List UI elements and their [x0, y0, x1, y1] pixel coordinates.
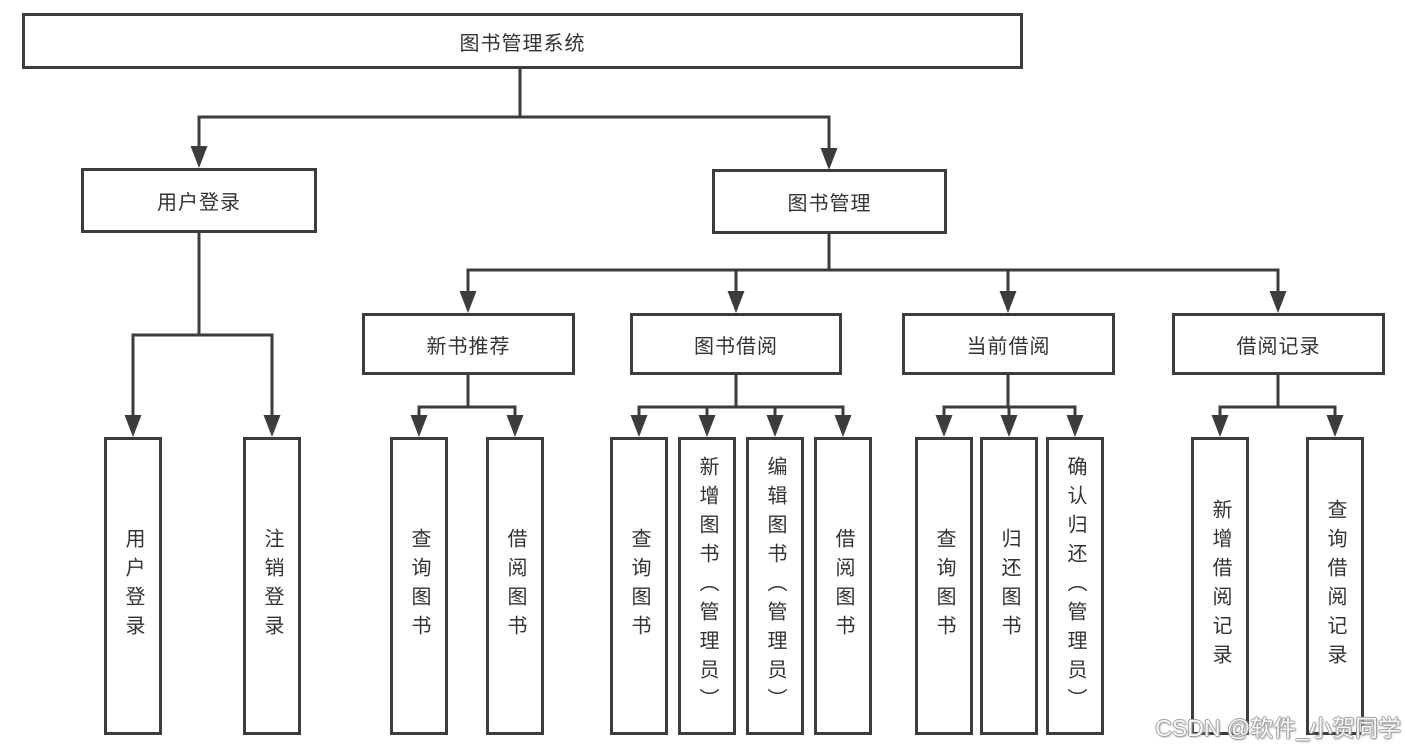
leaf-label: 借阅图书	[832, 528, 854, 644]
leaf-label: 归还图书	[998, 528, 1020, 644]
leaf-query-books: 查询图书	[390, 437, 448, 735]
leaf-confirm-return-admin: 确认归还（管理员）	[1046, 437, 1104, 735]
leaf-label: 用户登录	[122, 528, 144, 644]
leaf-label: 查询图书	[408, 528, 430, 644]
leaf-return-books: 归还图书	[980, 437, 1038, 735]
arrowheads	[124, 146, 1344, 437]
leaf-borrow-books: 借阅图书	[486, 437, 544, 735]
leaf-label: 查询图书	[628, 528, 650, 644]
connectors	[131, 69, 1337, 416]
csdn-watermark: CSDN @软件_小贺同学	[1155, 715, 1401, 741]
leaf-label: 借阅图书	[504, 528, 526, 644]
leaf-logout: 注销登录	[243, 437, 301, 735]
node-book-management: 图书管理	[712, 169, 947, 234]
leaf-query-borrow-record: 查询借阅记录	[1306, 437, 1364, 735]
leaf-borrow-books: 借阅图书	[814, 437, 872, 735]
leaf-label: 注销登录	[261, 528, 283, 644]
node-current-borrow: 当前借阅	[902, 313, 1115, 375]
leaf-label: 确认归还（管理员）	[1064, 455, 1086, 717]
node-new-book-recommend: 新书推荐	[362, 313, 575, 375]
leaf-edit-books-admin: 编辑图书（管理员）	[746, 437, 804, 735]
leaf-query-books: 查询图书	[610, 437, 668, 735]
leaf-label: 新增借阅记录	[1209, 499, 1231, 673]
node-book-borrow: 图书借阅	[630, 313, 842, 375]
leaf-label: 查询图书	[933, 528, 955, 644]
node-library-system: 图书管理系统	[22, 13, 1023, 69]
node-user-login: 用户登录	[81, 168, 317, 233]
node-borrow-records: 借阅记录	[1172, 313, 1385, 375]
leaf-query-books: 查询图书	[915, 437, 973, 735]
leaf-add-books-admin: 新增图书（管理员）	[678, 437, 736, 735]
leaf-user-login: 用户登录	[104, 437, 162, 735]
leaf-label: 编辑图书（管理员）	[764, 455, 786, 717]
leaf-add-borrow-record: 新增借阅记录	[1191, 437, 1249, 735]
leaf-label: 新增图书（管理员）	[696, 455, 718, 717]
leaf-label: 查询借阅记录	[1324, 499, 1346, 673]
